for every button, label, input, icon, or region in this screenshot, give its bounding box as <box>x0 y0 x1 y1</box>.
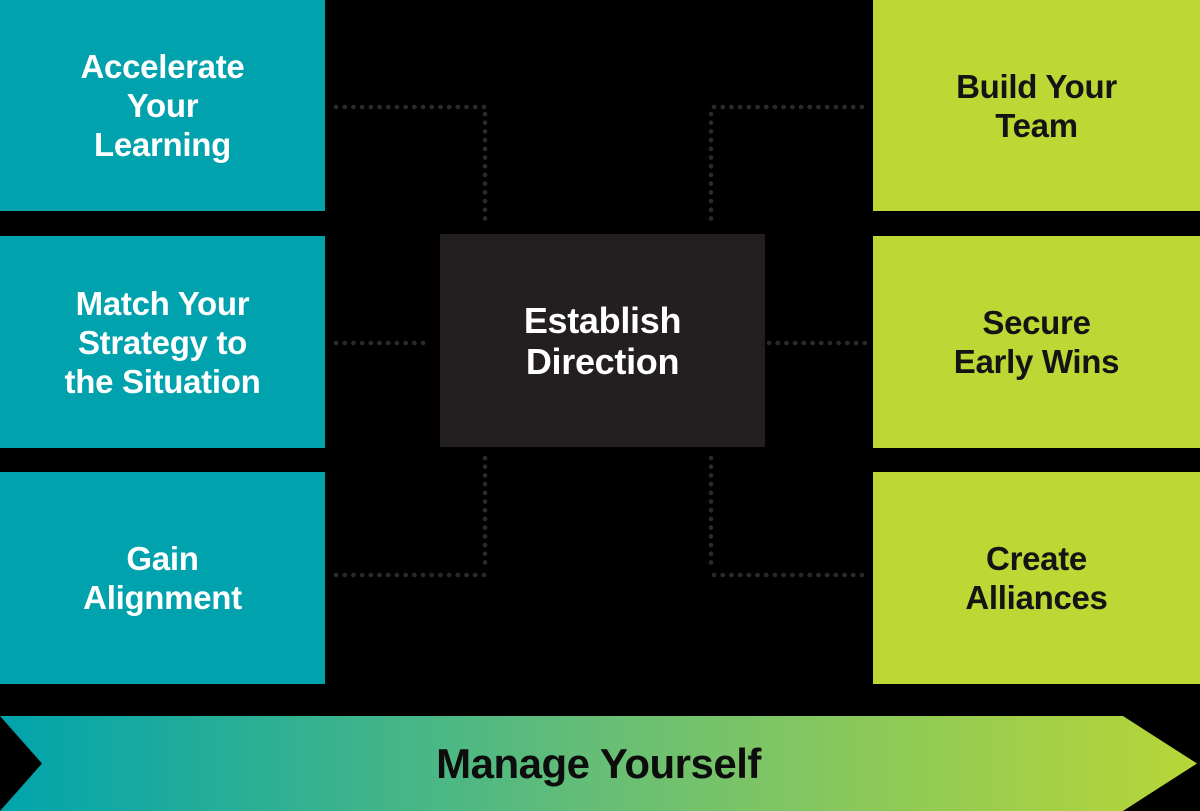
box-create-alliances: Create Alliances <box>873 472 1200 684</box>
box-match-your-strategy-to-the-situation: Match Your Strategy to the Situation <box>0 236 325 448</box>
manage-yourself-label: Manage Yourself <box>436 739 761 787</box>
manage-yourself-arrow <box>0 716 1197 811</box>
arrow-shape <box>0 716 1197 811</box>
box-build-your-team: Build Your Team <box>873 0 1200 211</box>
box-accelerate-your-learning: Accelerate Your Learning <box>0 0 325 211</box>
box-gain-alignment: Gain Alignment <box>0 472 325 684</box>
box-secure-early-wins: Secure Early Wins <box>873 236 1200 448</box>
box-establish-direction: Establish Direction <box>440 234 765 447</box>
